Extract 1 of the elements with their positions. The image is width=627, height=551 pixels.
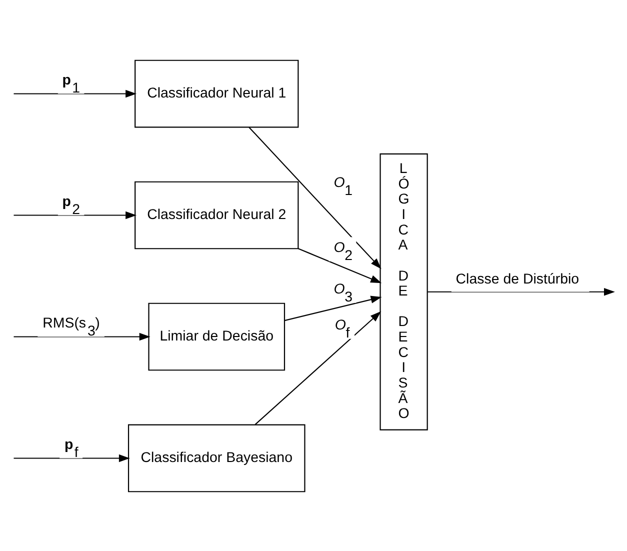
edge-label: Classe de Distúrbio: [456, 271, 580, 288]
